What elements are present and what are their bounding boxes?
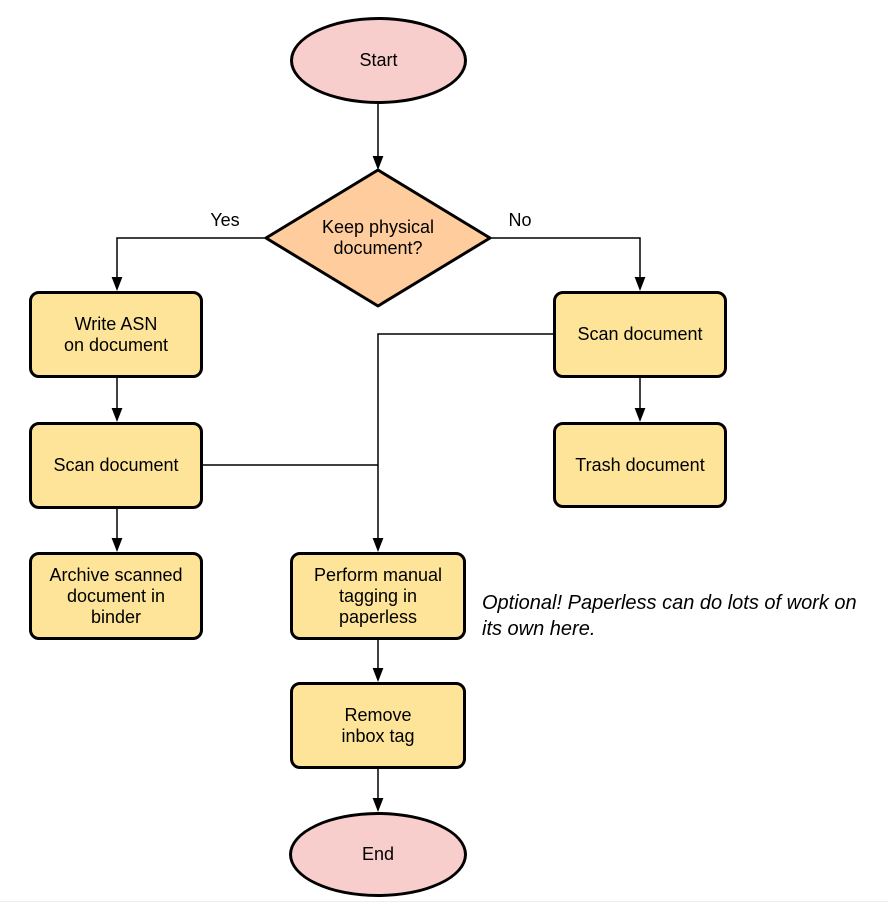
optional-note-line1: Optional! Paperless can do lots of work … (482, 592, 857, 614)
decision-diamond-shape (264, 168, 492, 308)
arrowhead-into-decision (372, 156, 384, 170)
edge-decision-yes (116, 237, 266, 278)
edge-decision-no (490, 237, 641, 278)
arrowhead-into-end (372, 798, 384, 812)
arrowhead-into-scanright (634, 277, 646, 291)
arrowhead-into-trash (634, 408, 646, 422)
node-scan-left-label: Scan document (53, 455, 179, 475)
page-bottom-divider (0, 901, 888, 902)
node-remove-inbox-label: Remove inbox tag (341, 704, 415, 746)
edge-scanright-tagging (377, 333, 553, 539)
flowchart-node-archive: Archive scanned document in binder (29, 552, 203, 640)
flowchart-node-start: Start (290, 17, 467, 104)
flowchart-node-write-asn: Write ASN on document (29, 291, 203, 378)
flowchart-node-scan-document-right: Scan document (553, 291, 727, 378)
optional-note-line2: its own here. (482, 618, 596, 640)
flowchart-node-tagging: Perform manual tagging in paperless (290, 552, 466, 640)
arrowhead-into-archive (111, 538, 123, 552)
node-end-label: End (361, 844, 395, 864)
node-tagging-label: Perform manual tagging in paperless (313, 564, 443, 627)
node-archive-label: Archive scanned document in binder (49, 564, 183, 627)
arrowhead-into-scanleft (111, 408, 123, 422)
flowchart-node-decision-label: Keep physical document? (321, 217, 435, 258)
node-write-asn-label: Write ASN on document (63, 313, 169, 355)
arrowhead-into-remove (372, 668, 384, 682)
arrowhead-into-tagging (372, 538, 384, 552)
arrowhead-into-writeasn (111, 277, 123, 291)
edge-label-yes: Yes (210, 210, 240, 230)
optional-note: Optional! Paperless can do lots of work … (482, 590, 857, 642)
edge-label-no: No (508, 210, 532, 230)
node-trash-label: Trash document (575, 454, 705, 475)
flowchart-node-end: End (289, 812, 467, 897)
flowchart-node-scan-document-left: Scan document (29, 422, 203, 509)
node-scan-right-label: Scan document (577, 324, 703, 344)
flowchart-node-remove-inbox-tag: Remove inbox tag (290, 682, 466, 769)
node-start-label: Start (359, 50, 398, 70)
flowchart-node-trash: Trash document (553, 422, 727, 508)
